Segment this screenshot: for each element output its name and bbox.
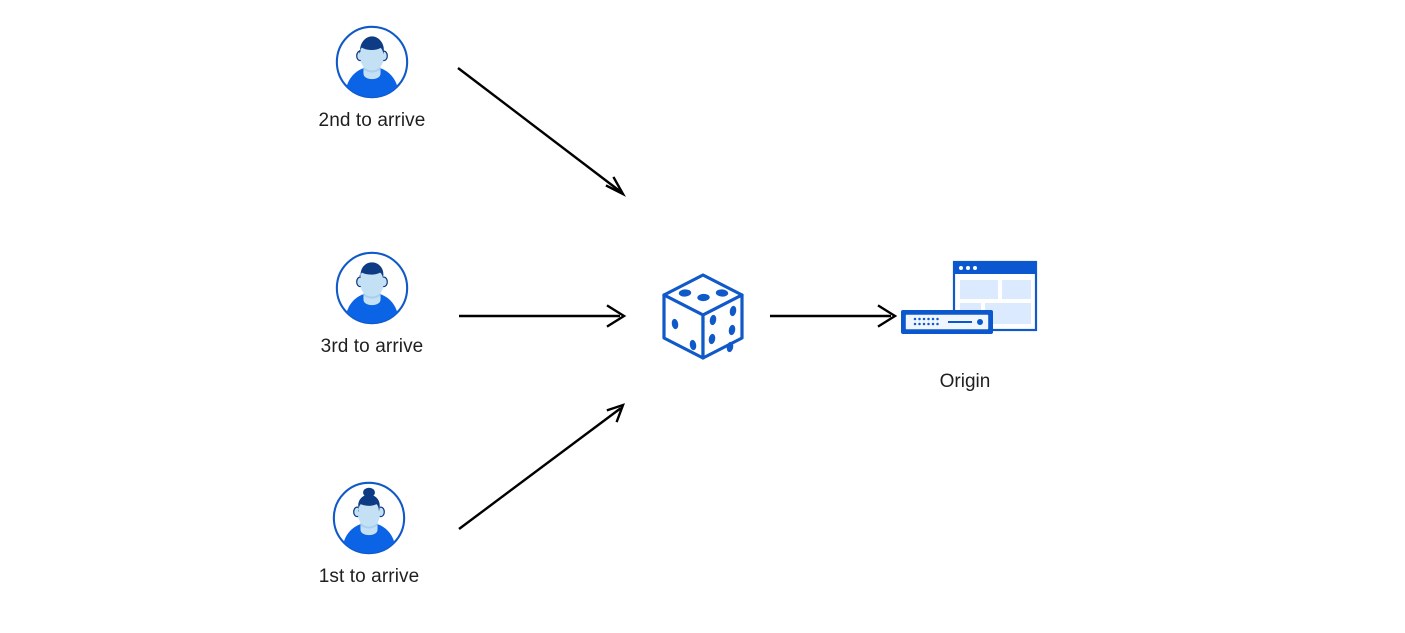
client-node-middle[interactable]: 3rd to arrive bbox=[302, 250, 442, 359]
arrow-bottom-to-dice bbox=[458, 403, 626, 530]
origin-label: Origin bbox=[939, 371, 991, 392]
client-label-top: 2nd to arrive bbox=[318, 110, 426, 131]
arrow-top-to-dice bbox=[457, 67, 626, 197]
avatar-male-short-hair-icon bbox=[335, 251, 409, 325]
client-node-bottom[interactable]: 1st to arrive bbox=[299, 480, 439, 589]
client-node-top[interactable]: 2nd to arrive bbox=[302, 24, 442, 133]
server-device-icon bbox=[901, 310, 993, 334]
load-balancer-node[interactable] bbox=[648, 262, 758, 372]
avatar-female-bun-icon bbox=[332, 481, 406, 555]
arrow-middle-to-dice bbox=[459, 304, 627, 328]
avatar-male-short-hair-icon bbox=[335, 25, 409, 99]
client-label-bottom: 1st to arrive bbox=[318, 566, 420, 587]
client-label-middle: 3rd to arrive bbox=[320, 336, 424, 357]
dice-icon bbox=[662, 273, 744, 360]
browser-window-with-server-icon bbox=[901, 260, 1038, 334]
origin-node[interactable]: Origin bbox=[865, 258, 1065, 394]
